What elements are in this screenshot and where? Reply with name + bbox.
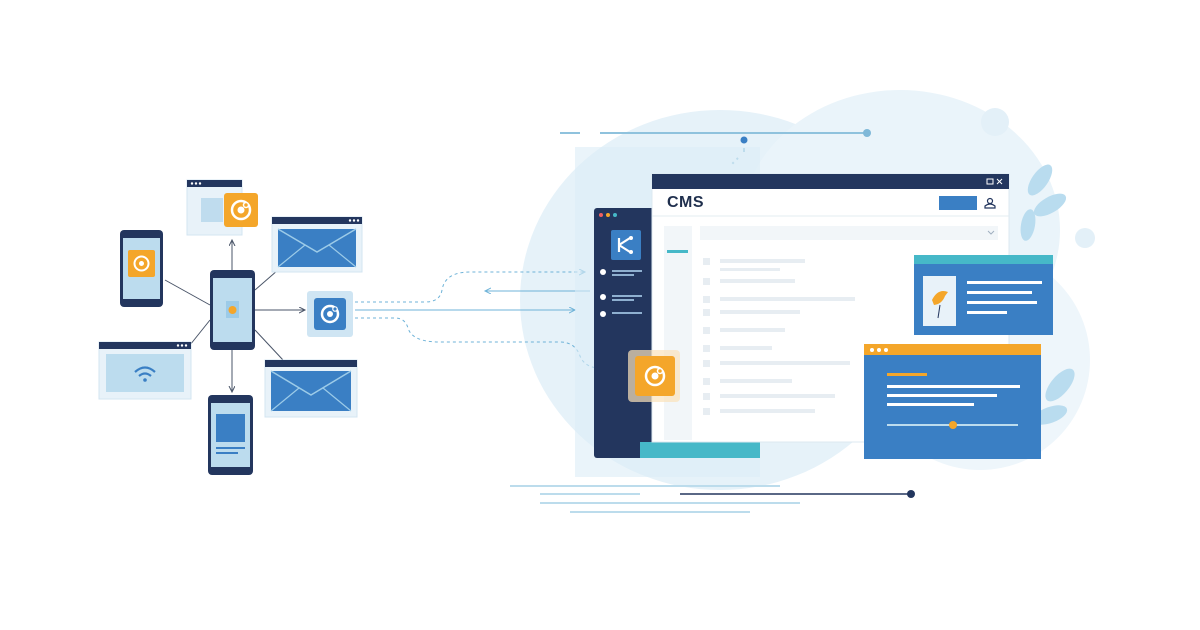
bird-icon — [932, 291, 948, 305]
browser-card-top — [186, 179, 243, 236]
cms-action-button — [939, 196, 977, 210]
cms-search-bar — [700, 226, 998, 240]
asset-target-badge — [628, 350, 680, 402]
bottom-lines — [510, 485, 915, 513]
integration-flows — [355, 272, 625, 368]
leaf-decoration — [1020, 164, 1075, 425]
email-browser-card — [271, 216, 363, 273]
device-connectors — [164, 240, 305, 392]
phone-center — [210, 270, 255, 350]
target-badge-top — [224, 193, 258, 227]
hub-target-node — [307, 291, 353, 337]
cms-title: CMS — [667, 194, 705, 211]
wifi-browser-card — [98, 341, 192, 400]
email-browser-card-2 — [264, 359, 358, 418]
phone-left — [120, 230, 163, 307]
media-card — [914, 255, 1053, 335]
slider-handle — [949, 421, 957, 429]
content-editor-card — [864, 344, 1041, 459]
phone-bottom — [208, 395, 253, 475]
